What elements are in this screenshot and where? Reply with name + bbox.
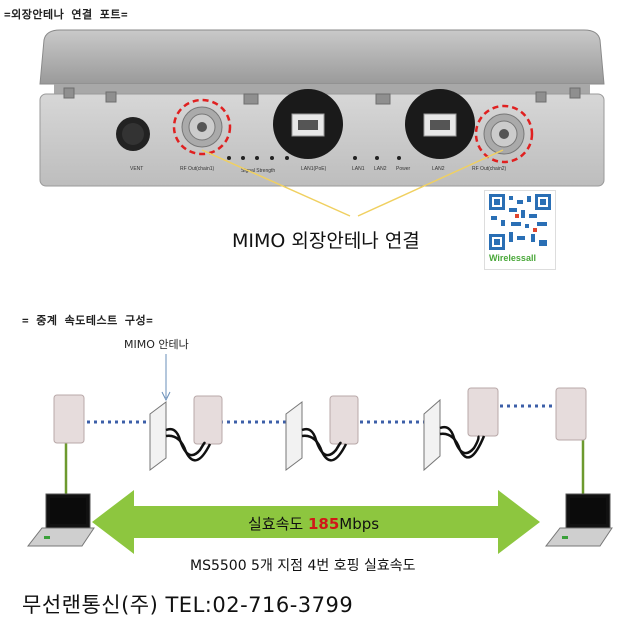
double-arrow	[92, 490, 540, 554]
radio-unit-4	[467, 387, 499, 437]
label-power: Power	[396, 166, 411, 172]
speed-value: 185	[307, 515, 340, 533]
qr-pattern-icon	[489, 194, 551, 250]
qr-brand: Wirelessall	[489, 253, 536, 263]
laptop-left	[26, 493, 95, 547]
label-vent: VENT	[130, 166, 144, 172]
radio-unit-3	[329, 395, 359, 445]
panel-antenna-1	[149, 401, 167, 471]
leader-lines	[201, 149, 504, 217]
label-lan1poe: LAN1(PoE)	[301, 166, 327, 172]
radio-unit-5	[555, 387, 587, 441]
radio-unit-2	[193, 395, 223, 445]
panel-antenna-3	[423, 398, 441, 472]
label-signal: Signal Strength	[241, 168, 276, 174]
label-rf1: RF Out(chain1)	[180, 166, 215, 172]
label-lan2: LAN2	[374, 166, 387, 172]
panel-antenna-2	[285, 401, 303, 471]
section2-title: = 중계 속도테스트 구성=	[22, 314, 154, 327]
label-lan1: LAN1	[352, 166, 365, 172]
relay-diagram	[26, 354, 613, 554]
company-contact: 무선랜통신(주) TEL:02-716-3799	[22, 593, 354, 617]
qr-code: Wirelessall	[484, 190, 556, 270]
device-photo	[39, 29, 605, 187]
label-lan2-port: LAN2	[432, 166, 445, 172]
radio-unit-1	[53, 394, 85, 444]
speed-unit: Mbps	[339, 515, 380, 533]
antenna-label: MIMO 안테나	[124, 338, 189, 351]
speed-prefix: 실효속도	[248, 515, 308, 533]
section1-title: =외장안테나 연결 포트=	[4, 8, 129, 21]
speed-result: 실효속도 185Mbps	[248, 513, 379, 534]
mimo-caption: MIMO 외장안테나 연결	[232, 230, 420, 252]
laptop-right	[544, 493, 613, 547]
test-caption: MS5500 5개 지점 4번 호핑 실효속도	[190, 558, 416, 574]
label-rf2: RF Out(chain2)	[472, 166, 507, 172]
